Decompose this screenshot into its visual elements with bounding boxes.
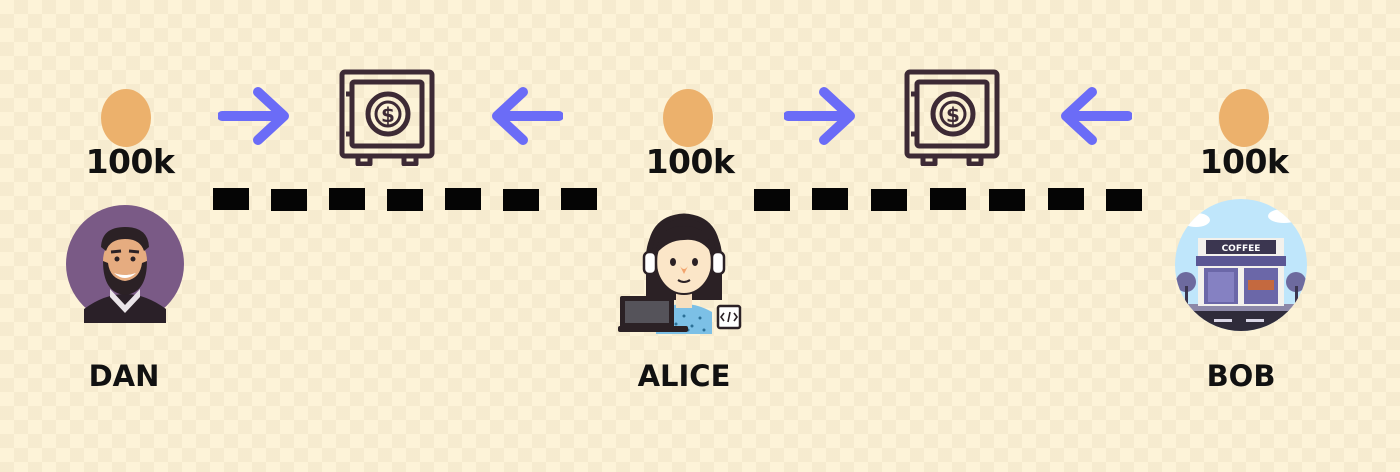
alice-avatar bbox=[618, 200, 748, 334]
channel-dash bbox=[754, 189, 790, 211]
alice-coin bbox=[663, 89, 713, 147]
arrow-left-icon bbox=[489, 86, 563, 146]
channel-dan-alice bbox=[213, 188, 613, 212]
arrow-right-icon bbox=[218, 86, 292, 146]
dan-avatar bbox=[66, 205, 184, 323]
channel-dash bbox=[387, 189, 423, 211]
channel-dash bbox=[329, 188, 365, 210]
dan-label: DAN bbox=[88, 359, 160, 393]
bob-label: BOB bbox=[1206, 359, 1276, 393]
bob-coin bbox=[1219, 89, 1269, 147]
bob-coffee-shop-avatar: COFFEE bbox=[1174, 198, 1308, 332]
svg-text:$: $ bbox=[381, 103, 395, 127]
channel-alice-bob bbox=[754, 188, 1154, 212]
dan-coin bbox=[101, 89, 151, 147]
channel-dash bbox=[271, 189, 307, 211]
channel-dash bbox=[445, 188, 481, 210]
channel-dash bbox=[213, 188, 249, 210]
channel-dash bbox=[812, 188, 848, 210]
arrow-left-icon bbox=[1058, 86, 1132, 146]
channel-dash bbox=[989, 189, 1025, 211]
safe-dollar-icon: $ bbox=[903, 68, 1001, 166]
svg-text:$: $ bbox=[946, 103, 960, 127]
dan-amount: 100k bbox=[85, 142, 175, 181]
channel-dash bbox=[561, 188, 597, 210]
alice-label: ALICE bbox=[637, 359, 731, 393]
channel-dash bbox=[1106, 189, 1142, 211]
channel-dash bbox=[871, 189, 907, 211]
alice-amount: 100k bbox=[645, 142, 735, 181]
safe-dollar-icon: $ bbox=[338, 68, 436, 166]
channel-dash bbox=[1048, 188, 1084, 210]
arrow-right-icon bbox=[784, 86, 858, 146]
coffee-sign: COFFEE bbox=[1222, 244, 1261, 254]
bob-amount: 100k bbox=[1199, 142, 1289, 181]
channel-dash bbox=[503, 189, 539, 211]
channel-dash bbox=[930, 188, 966, 210]
